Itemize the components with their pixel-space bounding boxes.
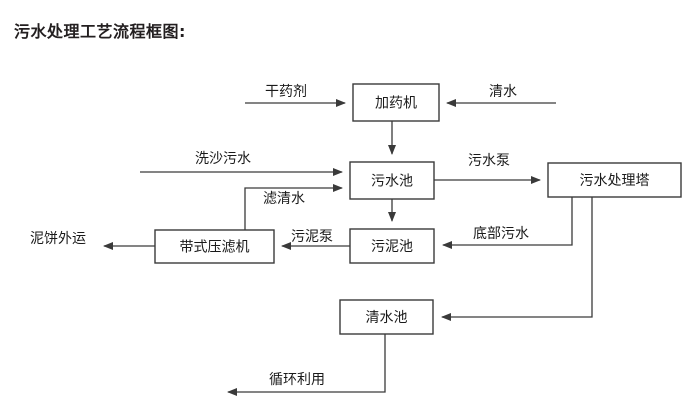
edge-bottom-sewage-line bbox=[442, 197, 573, 249]
node-belt-filter-press[interactable]: 带式压滤机 bbox=[154, 229, 275, 264]
edge-clean-water: 清水 bbox=[446, 84, 556, 107]
node-sewage-pool-box[interactable] bbox=[349, 161, 435, 200]
node-label-treatment-tower: 污水处理塔 bbox=[580, 173, 650, 189]
edge-label-sewage-pump: 污水泵 bbox=[468, 153, 510, 169]
edge-label-dry-chemical: 干药剂 bbox=[265, 84, 307, 100]
edge-tower-to-clear-water-pool bbox=[441, 197, 593, 321]
edge-bottom-sewage: 底部污水 bbox=[442, 197, 573, 249]
node-dosing-machine-box[interactable] bbox=[352, 83, 440, 122]
edge-label-mud-cake-out: 泥饼外运 bbox=[30, 231, 86, 247]
node-label-sewage-pool: 污水池 bbox=[371, 174, 413, 190]
edge-label-sludge-pump: 污泥泵 bbox=[291, 229, 333, 245]
node-treatment-tower-box[interactable] bbox=[547, 162, 682, 198]
node-sludge-pool[interactable]: 污泥池 bbox=[349, 228, 435, 264]
node-treatment-tower[interactable]: 污水处理塔 bbox=[547, 162, 682, 198]
node-label-belt-filter-press: 带式压滤机 bbox=[180, 240, 250, 256]
node-sludge-pool-box[interactable] bbox=[349, 228, 435, 264]
page-title: 污水处理工艺流程框图: bbox=[14, 22, 186, 41]
edge-filtered-clear-water: 滤清水 bbox=[244, 184, 343, 230]
edge-sludge-pump: 污泥泵 bbox=[281, 229, 350, 250]
edge-mud-cake-out: 泥饼外运 bbox=[30, 231, 155, 250]
node-label-sludge-pool: 污泥池 bbox=[371, 239, 413, 255]
node-sewage-pool[interactable]: 污水池 bbox=[349, 161, 435, 200]
node-clear-water-pool[interactable]: 清水池 bbox=[339, 299, 434, 335]
node-clear-water-pool-box[interactable] bbox=[339, 299, 434, 335]
edge-label-sand-wash-sewage: 洗沙污水 bbox=[195, 151, 251, 167]
edge-sewage-pump: 污水泵 bbox=[434, 153, 541, 184]
edge-recycle-reuse-line bbox=[227, 334, 386, 396]
edge-label-bottom-sewage: 底部污水 bbox=[473, 226, 529, 242]
node-dosing-machine[interactable]: 加药机 bbox=[352, 83, 440, 122]
edge-label-filtered-clear-water: 滤清水 bbox=[263, 191, 305, 207]
node-belt-filter-press-box[interactable] bbox=[154, 229, 275, 264]
node-label-dosing-machine: 加药机 bbox=[375, 96, 417, 112]
edge-dry-chemical: 干药剂 bbox=[245, 84, 346, 107]
node-label-clear-water-pool: 清水池 bbox=[366, 310, 408, 326]
edge-sand-wash-sewage: 洗沙污水 bbox=[140, 151, 343, 176]
edge-label-clean-water: 清水 bbox=[489, 84, 517, 100]
edge-filtered-clear-water-line bbox=[244, 184, 343, 230]
edge-recycle-reuse: 循环利用 bbox=[227, 334, 386, 396]
edge-tower-to-clear-water-pool-line bbox=[441, 197, 593, 321]
edge-label-recycle-reuse: 循环利用 bbox=[269, 372, 325, 388]
